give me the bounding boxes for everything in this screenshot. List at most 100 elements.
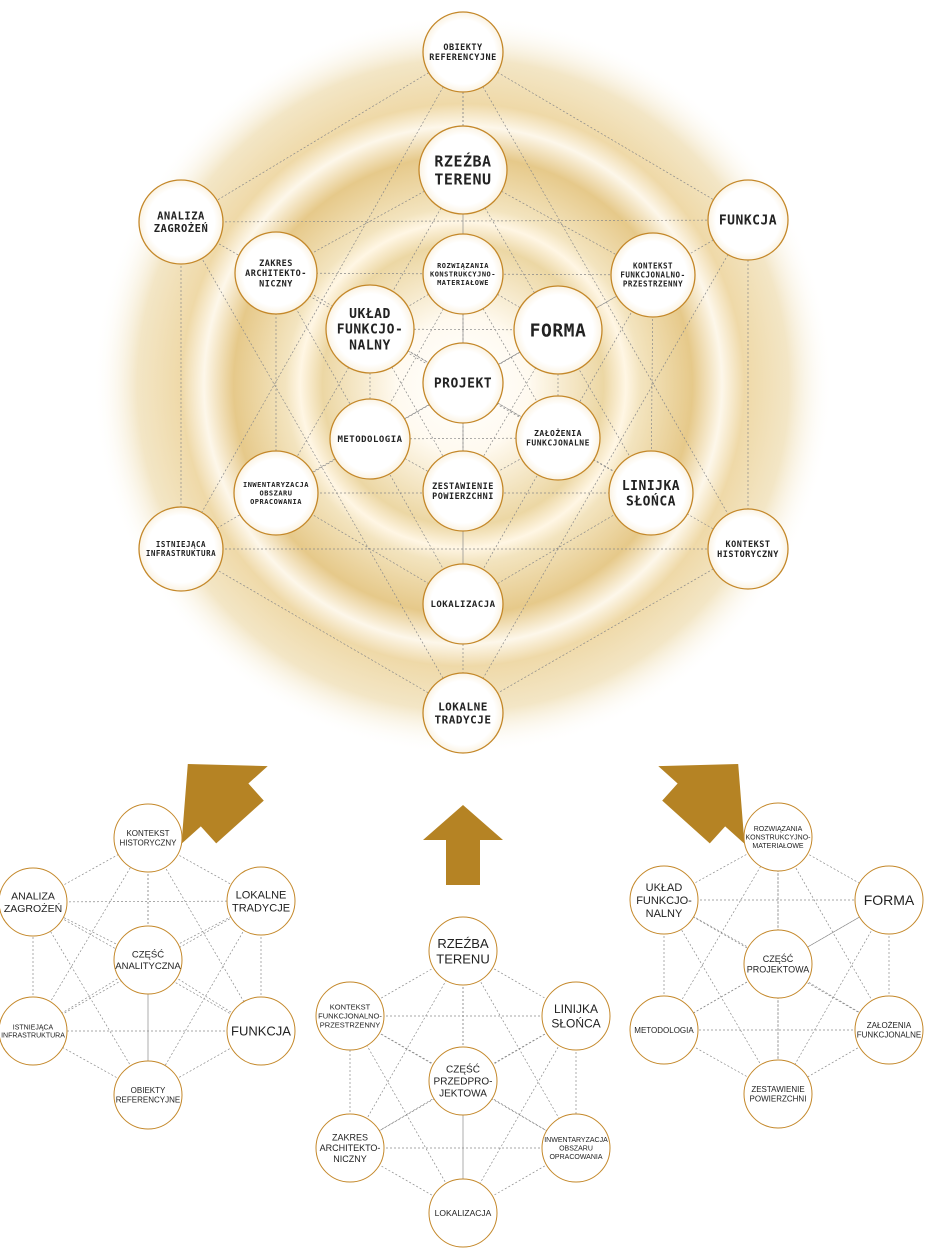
node-label: ISTNIEJĄCA <box>156 540 206 549</box>
sub-nodes: KONTEKSTHISTORYCZNYANALIZAZAGROŻEŃLOKALN… <box>0 802 924 1248</box>
node-l-funkcja: FUNKCJA <box>226 996 296 1066</box>
node-lokalizacja: LOKALIZACJA <box>422 563 504 645</box>
edge-kontekst_h-lokalne <box>462 548 749 714</box>
edge-obiekty-istniejaca <box>180 51 464 550</box>
edge-m_rzezba-m_inwent <box>462 950 577 1149</box>
node-label: ZESTAWIENIE <box>751 1085 804 1094</box>
node-label: ROZWIĄZANIA <box>754 826 803 833</box>
edge-l_istniejaca-l_kontekst <box>32 837 149 1032</box>
node-label: PRZEDPRO- <box>434 1077 493 1088</box>
node-label: RZEŹBA <box>437 936 489 951</box>
node-label: METODOLOGIA <box>634 1026 694 1035</box>
node-label: NALNY <box>646 908 683 920</box>
node-label: NALNY <box>349 338 391 353</box>
node-label: INFRASTRUKTURA <box>146 549 216 558</box>
edge-obiekty-kontekst_h <box>462 51 749 550</box>
node-label: ZESTAWIENIE <box>432 482 494 492</box>
node-label: FUNKCJO- <box>337 323 404 338</box>
node-circle <box>422 11 504 93</box>
node-circle <box>541 1113 611 1183</box>
node-label: OPRACOWANIA <box>549 1154 602 1161</box>
node-circle <box>629 995 699 1065</box>
node-circle <box>428 1178 498 1248</box>
sub-edges <box>32 836 890 1214</box>
node-circle <box>226 866 296 936</box>
node-circle <box>428 1046 498 1116</box>
node-label: MATERIAŁOWE <box>752 843 804 850</box>
node-label: ZAKRES <box>332 1132 368 1142</box>
node-circle <box>513 285 603 375</box>
node-label: PROJEKT <box>434 377 492 392</box>
node-label: KONSTRUKCYJNO- <box>746 835 812 842</box>
node-label: POWIERZCHNI <box>750 1095 807 1104</box>
node-label: OPRACOWANIA <box>250 498 302 506</box>
node-label: ANALITYCZNA <box>115 961 181 972</box>
node-label: SŁOŃCA <box>626 493 676 509</box>
arrow-middle <box>423 805 503 885</box>
node-label: MATERIAŁOWE <box>437 279 489 287</box>
node-label: INWENTARYZACJA <box>544 1137 608 1144</box>
node-label: JEKTOWA <box>439 1089 487 1100</box>
node-circle <box>610 232 696 318</box>
node-label: UKŁAD <box>349 307 391 322</box>
node-label: METODOLOGIA <box>337 435 402 445</box>
node-circle <box>226 996 296 1066</box>
node-circle <box>422 342 504 424</box>
node-circle <box>743 802 813 872</box>
node-r-forma: FORMA <box>854 865 924 935</box>
node-circle <box>315 981 385 1051</box>
node-label: REFERENCYJNE <box>429 53 496 63</box>
node-label: FUNKCJONALNE <box>526 439 590 448</box>
node-label: PROJEKTOWA <box>747 965 810 975</box>
node-label: REFERENCYJNE <box>116 1096 180 1105</box>
node-circle <box>854 865 924 935</box>
node-r-metodologia: METODOLOGIA <box>629 995 699 1065</box>
node-label: ANALIZA <box>157 210 205 222</box>
node-label: ZAGROŻEŃ <box>4 902 62 915</box>
node-label: OBSZARU <box>559 1146 593 1153</box>
node-label: FUNKCJONALNO- <box>620 271 685 280</box>
node-circle <box>428 916 498 986</box>
arrow-right <box>658 764 745 844</box>
node-circle <box>138 506 224 592</box>
main-nodes: OBIEKTYREFERENCYJNERZEŹBATERENUANALIZAZA… <box>138 11 789 754</box>
edge-obiekty-funkcja <box>462 51 749 221</box>
node-label: KONTEKST <box>330 1003 371 1012</box>
node-label: KONTEKST <box>726 540 771 550</box>
edge-r_rozw-r_zalozenia <box>777 836 890 1031</box>
node-label: FORMA <box>530 320 587 341</box>
node-label: ARCHITEKTO- <box>245 269 307 279</box>
node-circle <box>707 508 789 590</box>
node-label: NICZNY <box>333 1154 367 1164</box>
node-label: NICZNY <box>259 279 293 289</box>
node-label: PRZESTRZENNY <box>623 280 683 289</box>
node-label: FORMA <box>864 892 915 908</box>
node-label: ZAGROŻEŃ <box>154 221 209 235</box>
node-label: KONTEKST <box>633 262 673 271</box>
node-circle <box>422 450 504 532</box>
node-forma: FORMA <box>513 285 603 375</box>
node-label: FUNKCJONALNO- <box>318 1012 382 1021</box>
node-label: KONSTRUKCYJNO- <box>430 271 496 279</box>
node-label: CZĘŚĆ <box>132 949 164 961</box>
node-circle <box>515 395 601 481</box>
node-label: HISTORYCZNY <box>119 839 177 848</box>
node-label: ISTNIEJĄCA <box>13 1024 54 1031</box>
node-r-rozw: ROZWIĄZANIA KONSTRUKCYJNO-MATERIAŁOWE <box>743 802 813 872</box>
